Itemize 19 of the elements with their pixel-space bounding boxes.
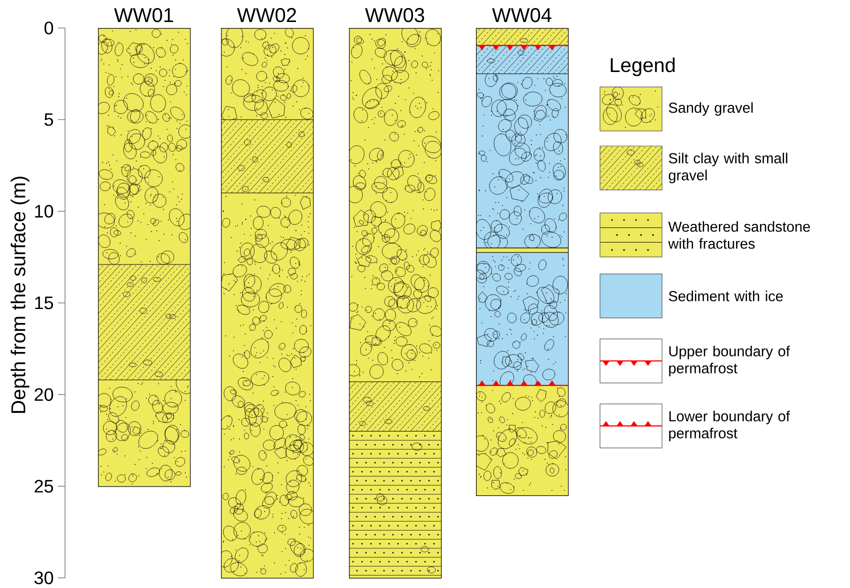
legend-label: Sediment with ice xyxy=(668,290,783,302)
legend-label: Upper boundary of permafrost xyxy=(669,346,790,376)
column-heading: WW02 xyxy=(237,8,296,22)
axis-title: Depth from the surface (m) xyxy=(10,176,30,413)
column-heading: WW01 xyxy=(114,8,174,22)
tick-label: 15 xyxy=(35,296,54,310)
tick-label: 10 xyxy=(35,204,54,218)
column-heading: WW04 xyxy=(492,8,552,22)
tick-label: 0 xyxy=(44,22,54,34)
legend-title: Legend xyxy=(610,58,675,76)
legend-label: Weathered sandstone with fractures xyxy=(668,221,810,249)
tick-label: 5 xyxy=(44,113,54,126)
tick-label: 30 xyxy=(34,572,54,584)
legend-label: Lower boundary of permafrost xyxy=(669,410,790,442)
tick-label: 25 xyxy=(34,480,54,493)
column-heading: WW03 xyxy=(365,8,424,22)
tick-label: 20 xyxy=(34,388,54,401)
legend-label: Silt clay with small gravel xyxy=(668,152,788,184)
legend-label: Sandy gravel xyxy=(668,102,753,116)
